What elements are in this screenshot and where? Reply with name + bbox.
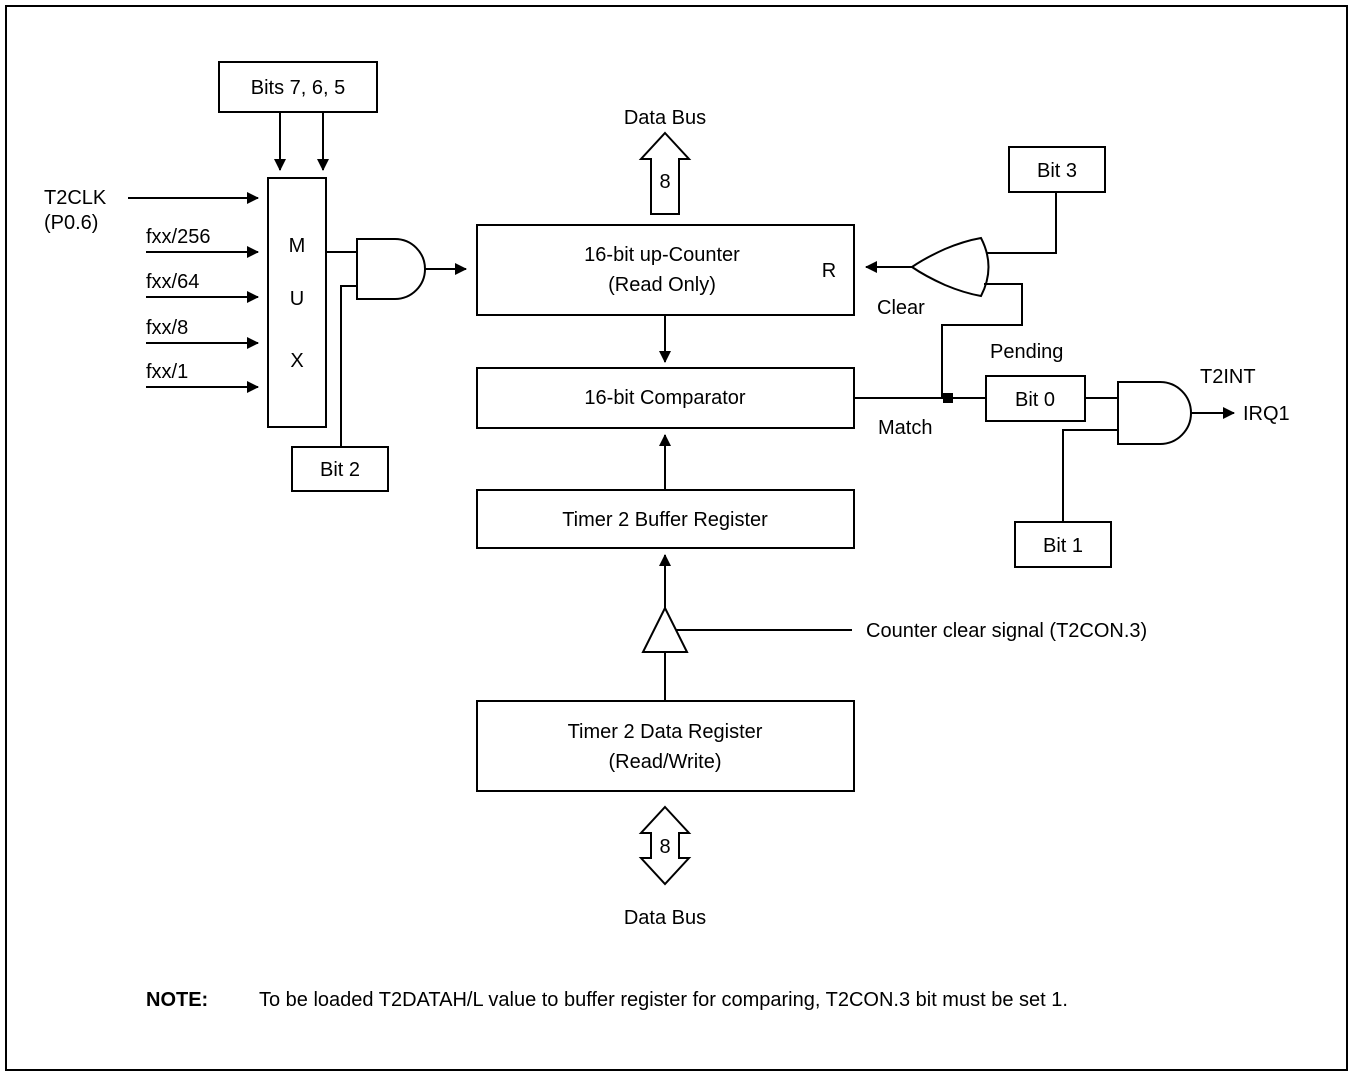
comparator-label: 16-bit Comparator — [584, 387, 746, 409]
match-feedback-wire — [941, 283, 1023, 398]
note-label: NOTE: — [146, 989, 208, 1011]
t2int-label: T2INT — [1200, 366, 1256, 388]
bit0-label: Bit 0 — [1015, 389, 1055, 411]
input-t2clk-label: T2CLK — [44, 187, 107, 209]
counter-reset-label: R — [822, 260, 836, 282]
data-register-title: Timer 2 Data Register — [568, 721, 763, 743]
mux-letter-u: U — [290, 288, 304, 310]
buffer-register-box: Timer 2 Buffer Register — [476, 489, 855, 549]
bit1-box: Bit 1 — [1014, 521, 1112, 568]
mux-select-box: Bits 7, 6, 5 — [218, 61, 378, 113]
input-fxx64-label: fxx/64 — [146, 271, 199, 293]
counter-title: 16-bit up-Counter — [584, 244, 740, 266]
bit3-label: Bit 3 — [1037, 160, 1077, 182]
bit0-box: Bit 0 — [985, 375, 1086, 422]
pending-label: Pending — [990, 341, 1063, 363]
bit1-label: Bit 1 — [1043, 535, 1083, 557]
note-text: To be loaded T2DATAH/L value to buffer r… — [259, 989, 1068, 1011]
input-fxx1-label: fxx/1 — [146, 361, 188, 383]
bit2-label: Bit 2 — [320, 459, 360, 481]
clock-and-gate — [356, 238, 426, 300]
match-label: Match — [878, 417, 932, 439]
irq1-label: IRQ1 — [1243, 403, 1290, 425]
figure-frame — [5, 5, 1348, 1071]
bit2-wire — [340, 285, 357, 447]
mux-letter-x: X — [290, 350, 303, 372]
up-counter-box: 16-bit up-Counter (Read Only) R — [476, 224, 855, 316]
clear-signal-label: Counter clear signal (T2CON.3) — [866, 620, 1147, 642]
data-bus-bottom-arrow — [638, 805, 692, 886]
bit3-wire — [984, 192, 1057, 254]
data-register-box: Timer 2 Data Register (Read/Write) — [476, 700, 855, 792]
data-bus-top-arrow — [638, 131, 692, 215]
comparator-box: 16-bit Comparator — [476, 367, 855, 429]
data-bus-bottom-label: Data Bus — [624, 907, 706, 929]
bus-width-top: 8 — [659, 171, 670, 193]
mux-box: M U X — [267, 177, 327, 428]
buffer-register-label: Timer 2 Buffer Register — [562, 509, 768, 531]
counter-subtitle: (Read Only) — [608, 274, 716, 296]
clear-label: Clear — [877, 297, 925, 319]
input-fxx8-label: fxx/8 — [146, 317, 188, 339]
data-register-subtitle: (Read/Write) — [609, 751, 722, 773]
bit3-box: Bit 3 — [1008, 146, 1106, 193]
clear-or-gate — [910, 236, 990, 298]
bit2-box: Bit 2 — [291, 446, 389, 492]
bus-width-bottom: 8 — [659, 836, 670, 858]
match-junction-dot — [943, 393, 953, 403]
input-p06-label: (P0.6) — [44, 212, 98, 234]
input-fxx256-label: fxx/256 — [146, 226, 210, 248]
interrupt-and-gate — [1117, 381, 1192, 445]
bit1-wire — [1062, 429, 1118, 522]
data-bus-top-label: Data Bus — [624, 107, 706, 129]
mux-letter-m: M — [289, 235, 306, 257]
mux-select-label: Bits 7, 6, 5 — [251, 77, 346, 99]
